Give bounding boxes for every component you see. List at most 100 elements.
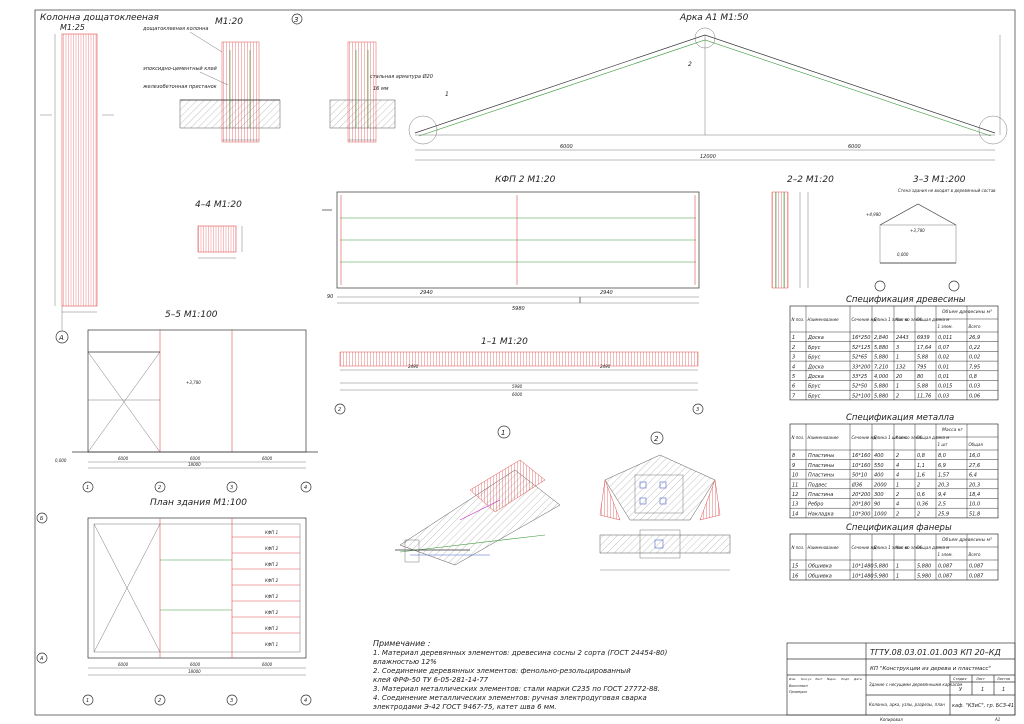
svg-text:6000: 6000 [190,662,201,667]
table-cell: 17,64 [917,345,931,351]
svg-text:6000: 6000 [190,456,201,461]
svg-text:2: 2 [338,407,341,413]
svg-text:+4,980: +4,980 [866,212,881,217]
table-cell: 2,5 [938,502,946,508]
table-cell: 3 [896,345,899,351]
column-header: Длина 1 элем. м [873,545,908,550]
table-cell: 15 [792,564,798,570]
table-cell: 2443 [896,335,909,341]
svg-text:16 мм: 16 мм [373,86,389,92]
svg-text:3: 3 [696,407,699,413]
svg-text:2490: 2490 [408,364,419,369]
table-cell: 1 [896,564,899,570]
svg-text:2: 2 [688,61,692,68]
svg-text:КФП 2: КФП 2 [265,626,279,631]
table-cell: 52*65 [852,355,867,361]
table-cell: 5,880 [917,564,931,570]
table-cell: 0,8 [917,453,925,459]
detail-scale: M1:20 [215,17,243,27]
section-55: 5–5 M1:100 +3,780 0,000 6000 6000 6000 1… [55,310,318,493]
section-11: 1–1 M1:20 2490 2490 5980 6000 2 3 [334,337,704,415]
table-cell: 6,9 [938,463,946,469]
svg-text:+3,780: +3,780 [910,228,925,233]
table-cell: 1,6 [917,473,925,479]
table-cell: 26,9 [969,335,980,341]
table-cell: 12 [792,492,798,498]
table-cell: Пластины [808,463,834,469]
group-header: Объем древесины м³ [942,309,992,315]
table-cell: Брус [808,355,821,361]
table-cell: 1 [896,355,899,361]
svg-text:1: 1 [501,429,505,437]
svg-text:+3,780: +3,780 [186,380,201,385]
table-cell: 0,02 [938,355,949,361]
table-cell: 0,07 [938,345,950,351]
svg-text:4. Соединение металлических эл: 4. Соединение металлических элементов: р… [373,694,647,702]
svg-text:каф. "КЗиС", гр. БСЗ-41: каф. "КЗиС", гр. БСЗ-41 [952,703,1014,709]
table-cell: 52*125 [852,345,870,351]
table-cell: 20*180 [852,502,870,508]
table-cell: Обшивка [808,564,832,570]
table-cell: 5,880 [874,345,888,351]
table-cell: 14 [792,511,798,517]
svg-text:Лист: Лист [814,677,823,681]
table-cell: Подвес [808,482,827,488]
table-cell: 132 [896,364,906,370]
building-plan: План здания M1:100 КФП 1 КФП 2 КФП 2 КФП… [36,498,312,706]
svg-text:2: 2 [654,435,659,443]
svg-text:6000: 6000 [118,662,129,667]
table-cell: 3 [792,355,795,361]
table-cell: 10*1480 [852,574,874,580]
table-cell: 1 [792,335,795,341]
svg-text:1. Материал деревянных элемент: 1. Материал деревянных элементов: древес… [373,649,668,657]
svg-text:18000: 18000 [188,669,201,674]
table-cell: Обшивка [808,574,832,580]
svg-text:КП "Конструкции из дерева и пл: КП "Конструкции из дерева и пластмасс" [870,666,991,672]
table-cell: Доска [807,335,824,341]
column-header: Общая [969,442,984,447]
svg-text:КФП 2: КФП 2 [265,594,279,599]
table-cell: 90 [874,502,880,508]
svg-text:дощатоклееная колонна: дощатоклееная колонна [142,26,209,32]
table-cell: Ø36 [851,481,862,488]
table-cell: 20,3 [938,482,949,488]
column-header: N поз. [792,317,805,322]
table-cell: 20*200 [852,492,870,498]
table-cell: 1000 [874,511,887,517]
table-cell: Брус [808,345,821,351]
table-cell: 2 [917,511,920,517]
section-22: 2–2 M1:20 [771,175,834,289]
table-cell: 0,011 [938,335,952,341]
table-cell: 400 [874,473,884,479]
svg-text:Лист: Лист [975,677,986,681]
svg-text:Подп.: Подп. [841,677,850,681]
svg-text:2. Соединение деревянных элеме: 2. Соединение деревянных элементов: фено… [373,667,631,675]
column-header: Всего [969,552,982,557]
svg-text:3: 3 [230,698,233,704]
table-cell: 1 [896,384,899,390]
node-2: 2 [599,431,731,571]
table-cell: 4 [896,502,899,508]
table-cell: 0,36 [917,502,928,508]
table-cell: 5,980 [917,574,931,580]
svg-text:КФП 2: КФП 2 [265,610,279,615]
table-cell: 18,4 [969,492,980,498]
arch-view: Арка А1 M1:50 6000 6000 12000 1 2 [408,13,1008,161]
column-header: Кол-во элем. [896,317,923,322]
notes-block: Примечание : 1. Материал деревянных элем… [373,639,668,711]
svg-text:2490: 2490 [600,364,611,369]
table-cell: 16,0 [969,453,980,459]
table-cell: 52*50 [852,384,867,390]
svg-text:90: 90 [327,294,333,300]
svg-text:3: 3 [294,16,298,24]
table-cell: 11 [792,482,798,488]
svg-text:4–4 M1:20: 4–4 M1:20 [195,200,242,210]
table-cell: 0,01 [938,364,949,370]
table-cell: 4 [896,463,899,469]
table-cell: 1 [896,574,899,580]
table-cell: Пластины [808,453,834,459]
table-cell: Ребро [808,502,823,508]
table-cell: Брус [808,384,821,390]
base-detail: M1:20 3 дощатоклееная колонна эпоксидно-… [142,13,433,143]
